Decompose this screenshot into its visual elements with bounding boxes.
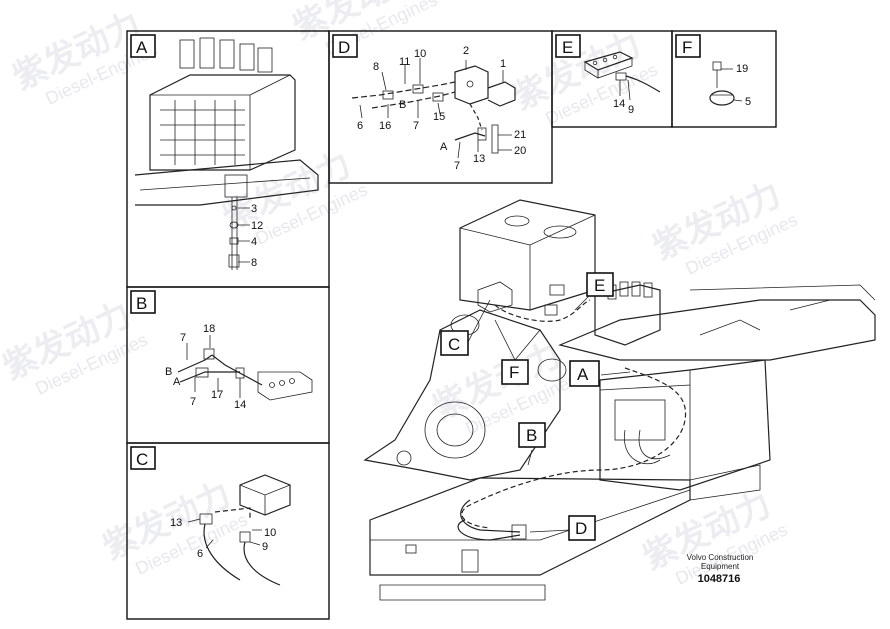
key-leaders xyxy=(467,294,631,533)
callout-d-10: 15 xyxy=(433,111,445,123)
callout-d-8: 16 xyxy=(379,120,391,132)
callout-e-1: 14 xyxy=(613,98,625,110)
callout-d-2: 1 xyxy=(500,58,506,70)
callout-d-15: 13 xyxy=(473,153,485,165)
panel-c: C 13 10 6 9 xyxy=(126,442,330,620)
panel-f: F 19 5 xyxy=(671,30,777,128)
callout-b-6: 17 xyxy=(211,389,223,401)
panel-d: D 2 1 10 8 11 B 6 16 7 15 21 20 A 7 xyxy=(328,30,553,184)
callout-d-1: 2 xyxy=(463,45,469,57)
callout-d-14: 7 xyxy=(454,160,460,172)
fitting-assembly-drawing xyxy=(177,335,313,401)
callout-c-2: 10 xyxy=(264,527,276,539)
callout-b-2: 18 xyxy=(203,323,215,335)
callout-a-2: 12 xyxy=(251,220,263,232)
callout-d-7: 6 xyxy=(357,120,363,132)
main-key-e-label: E xyxy=(594,276,605,295)
watermark-layer: 紫发动力 Diesel-Engines 紫发动力 Diesel-Engines … xyxy=(0,0,801,589)
callout-f-2: 5 xyxy=(745,96,751,108)
callout-d-12: 20 xyxy=(514,145,526,157)
callout-c-3: 6 xyxy=(197,548,203,560)
panel-e-key-box xyxy=(555,34,581,58)
main-key-b: B xyxy=(518,422,546,448)
panel-c-key-box xyxy=(130,446,156,470)
callout-e-2: 9 xyxy=(628,104,634,116)
panel-f-frame xyxy=(671,30,777,128)
main-key-b-label: B xyxy=(526,426,537,445)
switch-harness-drawing xyxy=(187,474,291,586)
panel-d-key-box xyxy=(332,34,358,58)
callout-d-4: 8 xyxy=(373,61,379,73)
panel-b: B 7 18 B A 7 17 14 xyxy=(126,286,330,444)
connector-plate-drawing xyxy=(583,51,661,101)
main-key-e: E xyxy=(586,272,614,297)
main-key-f-label: F xyxy=(509,363,519,382)
callout-a-3: 4 xyxy=(251,236,257,248)
panel-a-key-box xyxy=(130,34,156,58)
main-key-a: A xyxy=(569,360,600,387)
callout-b-7: 14 xyxy=(234,399,246,411)
main-key-d: D xyxy=(568,515,596,541)
callout-f-1: 19 xyxy=(736,63,748,75)
callout-b-5: 7 xyxy=(190,396,196,408)
panel-b-frame xyxy=(126,286,330,444)
panel-c-frame xyxy=(126,442,330,620)
callout-d-9: 7 xyxy=(413,120,419,132)
main-machine-view xyxy=(363,199,876,601)
main-key-f: F xyxy=(501,359,529,385)
callout-c-1: 13 xyxy=(170,517,182,529)
footer-block: Volvo Construction Equipment 1048716 xyxy=(687,553,754,585)
clamp-drawing xyxy=(709,61,743,106)
brand-line-1: Volvo Construction xyxy=(687,553,754,562)
main-key-c: C xyxy=(440,330,469,356)
callout-a-1: 3 xyxy=(251,203,257,215)
panel-e-key: E xyxy=(562,38,573,57)
callout-d-6: B xyxy=(399,99,406,111)
panel-e: E 14 9 xyxy=(551,30,673,128)
panel-d-key: D xyxy=(338,38,350,57)
panel-f-key: F xyxy=(682,38,692,57)
panel-c-key: C xyxy=(136,450,148,469)
main-key-c-label: C xyxy=(448,335,460,354)
pressure-switch-drawing xyxy=(351,58,516,159)
main-key-d-label: D xyxy=(575,519,587,538)
panel-b-key-box xyxy=(130,290,156,314)
control-valve-drawing xyxy=(134,37,319,270)
panel-b-key: B xyxy=(136,294,147,313)
brand-line-2: Equipment xyxy=(701,562,740,571)
panel-a: A 3 12 4 8 xyxy=(126,30,330,288)
panel-f-key-box xyxy=(675,34,701,58)
panel-a-key: A xyxy=(136,38,148,57)
callout-d-13: A xyxy=(440,141,448,153)
callout-b-3: B xyxy=(165,366,172,378)
callout-d-3: 10 xyxy=(414,48,426,60)
callout-b-1: 7 xyxy=(180,332,186,344)
callout-c-4: 9 xyxy=(262,541,268,553)
callout-a-4: 8 xyxy=(251,257,257,269)
callout-d-11: 21 xyxy=(514,129,526,141)
main-key-a-label: A xyxy=(577,365,589,384)
panel-a-frame xyxy=(126,30,330,288)
callout-b-4: A xyxy=(173,376,181,388)
callout-d-5: 11 xyxy=(399,56,410,68)
part-number: 1048716 xyxy=(698,573,741,585)
